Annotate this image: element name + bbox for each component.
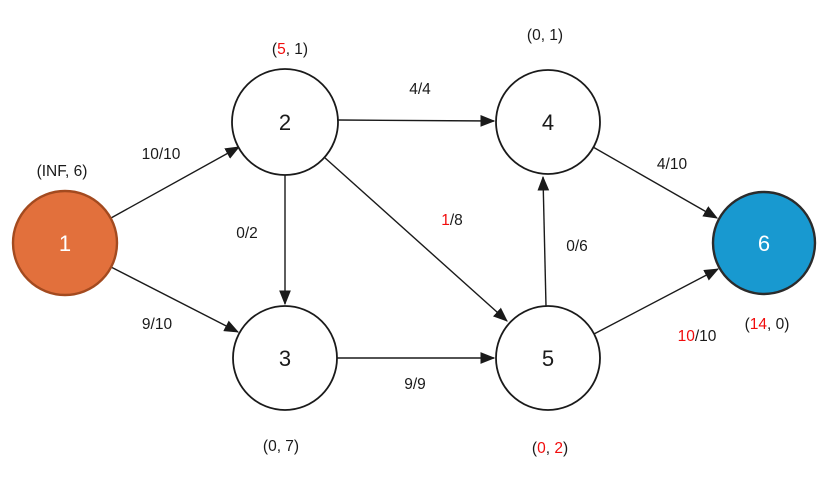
node-3-annotation: (0, 7) <box>263 438 299 455</box>
edge-1-2-label: 10/10 <box>142 146 181 163</box>
node-4-circle <box>495 69 601 175</box>
node-2-annotation: (5, 1) <box>272 41 308 58</box>
node-1-label: 1 <box>59 231 71 256</box>
edge-3-5-label: 9/9 <box>404 376 426 393</box>
edge-5-4 <box>537 175 550 307</box>
node-4-annotation: (0, 1) <box>527 27 563 44</box>
edge-5-4-label: 0/6 <box>566 238 588 255</box>
edge-5-6-label: 10/10 <box>678 328 717 345</box>
node-1-circle <box>11 189 119 297</box>
node-6-label: 6 <box>758 231 770 256</box>
edge-5-6 <box>593 268 720 335</box>
edge-2-5 <box>323 156 508 322</box>
node-6-circle <box>711 190 817 296</box>
node-5-label: 5 <box>542 346 554 371</box>
node-6-annotation: (14, 0) <box>745 316 790 333</box>
edge-1-3-label: 9/10 <box>142 316 173 333</box>
node-5-annotation: (0, 2) <box>532 440 568 457</box>
node-4-label: 4 <box>542 110 554 135</box>
node-2-circle <box>231 68 339 176</box>
edge-2-4 <box>337 115 496 127</box>
edge-2-3-label: 0/2 <box>236 225 258 242</box>
node-3-label: 3 <box>279 346 291 371</box>
edge-1-2 <box>110 146 241 219</box>
node-2-label: 2 <box>279 110 291 135</box>
edge-2-5-label: 1/8 <box>441 212 463 229</box>
edge-4-6 <box>592 146 719 219</box>
edge-2-4-label: 4/4 <box>409 81 431 98</box>
node-5-circle <box>495 305 601 411</box>
edge-1-3 <box>110 266 240 333</box>
node-1-annotation: (INF, 6) <box>37 163 88 180</box>
edge-4-6-label: 4/10 <box>657 156 688 173</box>
node-3-circle <box>232 305 338 411</box>
